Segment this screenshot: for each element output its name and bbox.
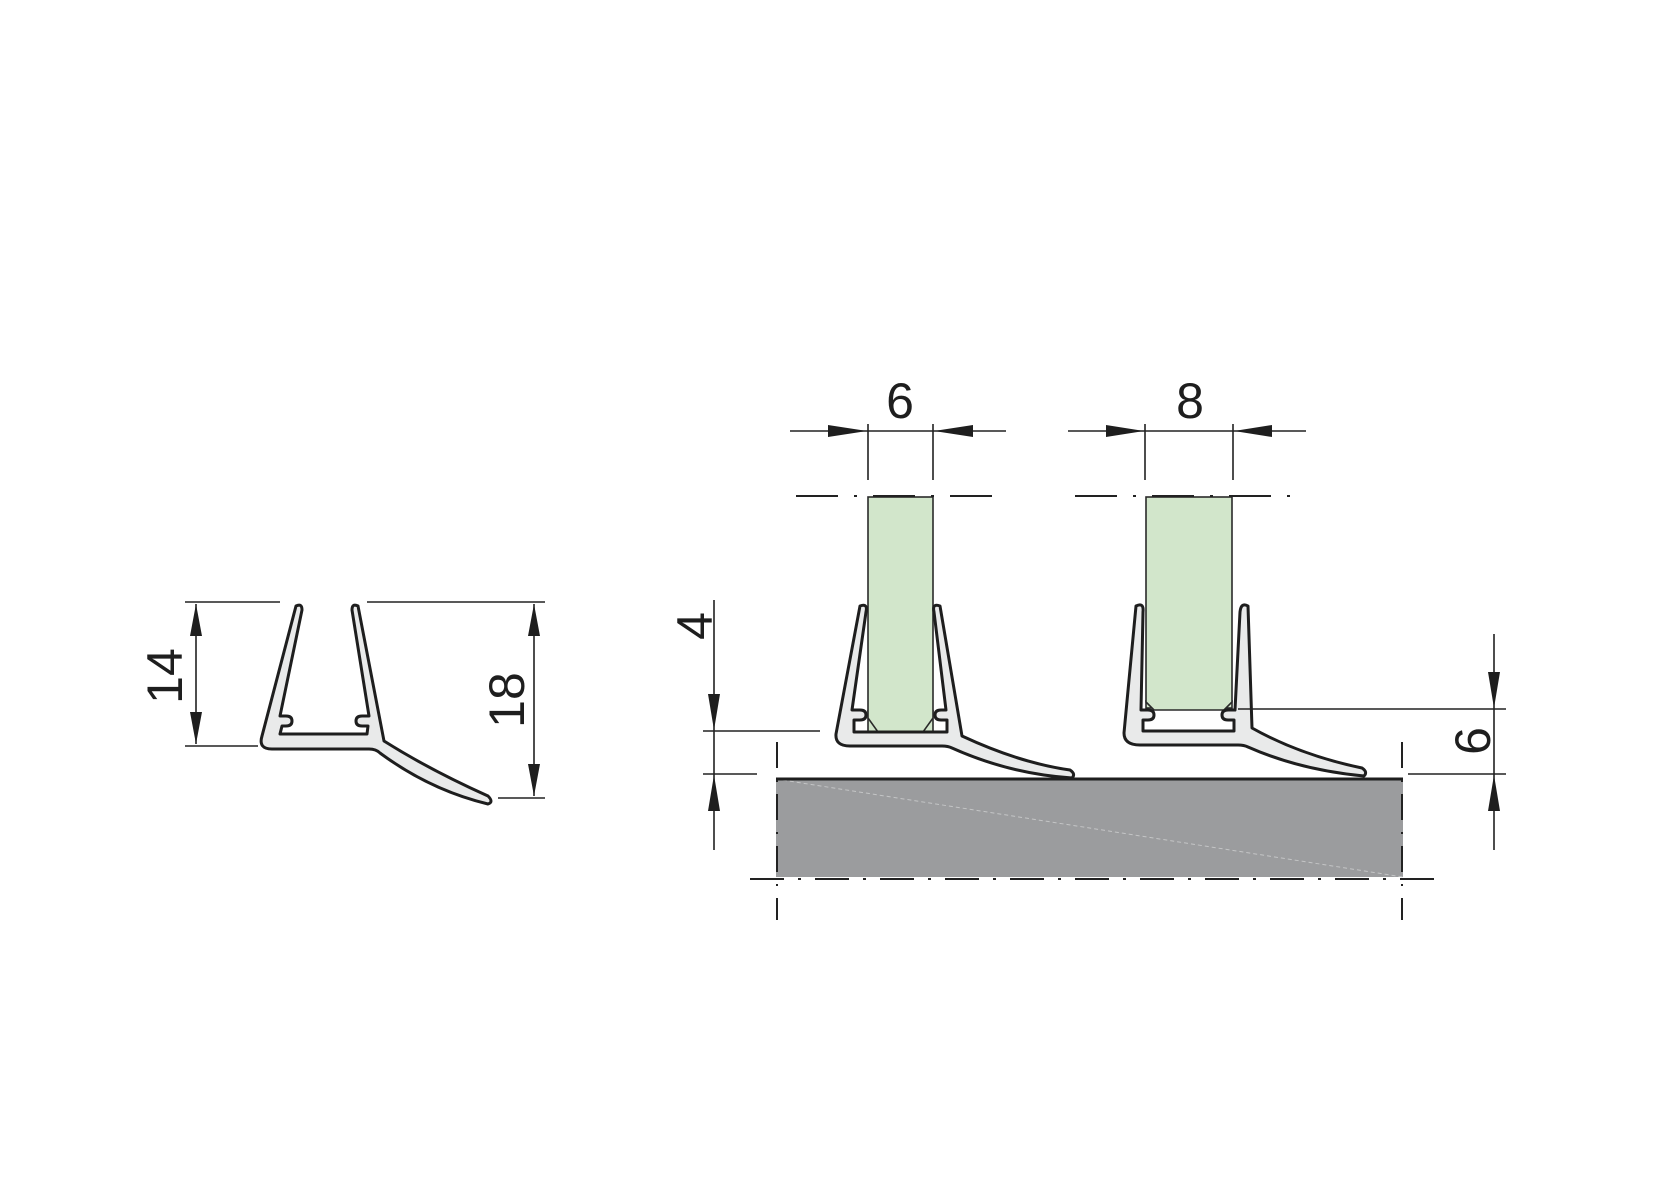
seal-profile-left — [834, 603, 1076, 780]
dim-label-14: 14 — [137, 648, 193, 704]
arrow-left-icon — [1234, 425, 1272, 437]
arrow-up-icon — [190, 604, 202, 636]
seal-profile-right — [1122, 603, 1368, 778]
dim-label-8-glass: 8 — [1176, 373, 1204, 429]
arrow-up-icon — [1488, 775, 1500, 811]
glass-chamfer-8mm — [1145, 700, 1233, 711]
dim-label-4: 4 — [667, 612, 723, 640]
seal-profile-shape — [259, 603, 493, 806]
dim-label-6-glass: 6 — [886, 373, 914, 429]
glass-pane-8mm — [1145, 496, 1233, 709]
arrow-right-icon — [1106, 425, 1144, 437]
arrow-down-icon — [528, 764, 540, 796]
slab-hatch-line — [775, 778, 1404, 878]
dim-label-18: 18 — [479, 672, 535, 728]
installed-view: 6 8 4 6 — [667, 373, 1506, 920]
arrow-down-icon — [708, 694, 720, 730]
profile-detail-view: 14 18 — [137, 601, 545, 806]
dim-label-6-offset: 6 — [1445, 727, 1501, 755]
arrow-left-icon — [934, 425, 973, 437]
arrow-down-icon — [1488, 672, 1500, 708]
arrow-up-icon — [708, 775, 720, 811]
arrow-down-icon — [190, 712, 202, 744]
glass-chamfer-6mm — [867, 710, 934, 733]
arrow-right-icon — [828, 425, 867, 437]
arrow-up-icon — [528, 604, 540, 636]
glass-pane-6mm-fill — [869, 498, 932, 712]
